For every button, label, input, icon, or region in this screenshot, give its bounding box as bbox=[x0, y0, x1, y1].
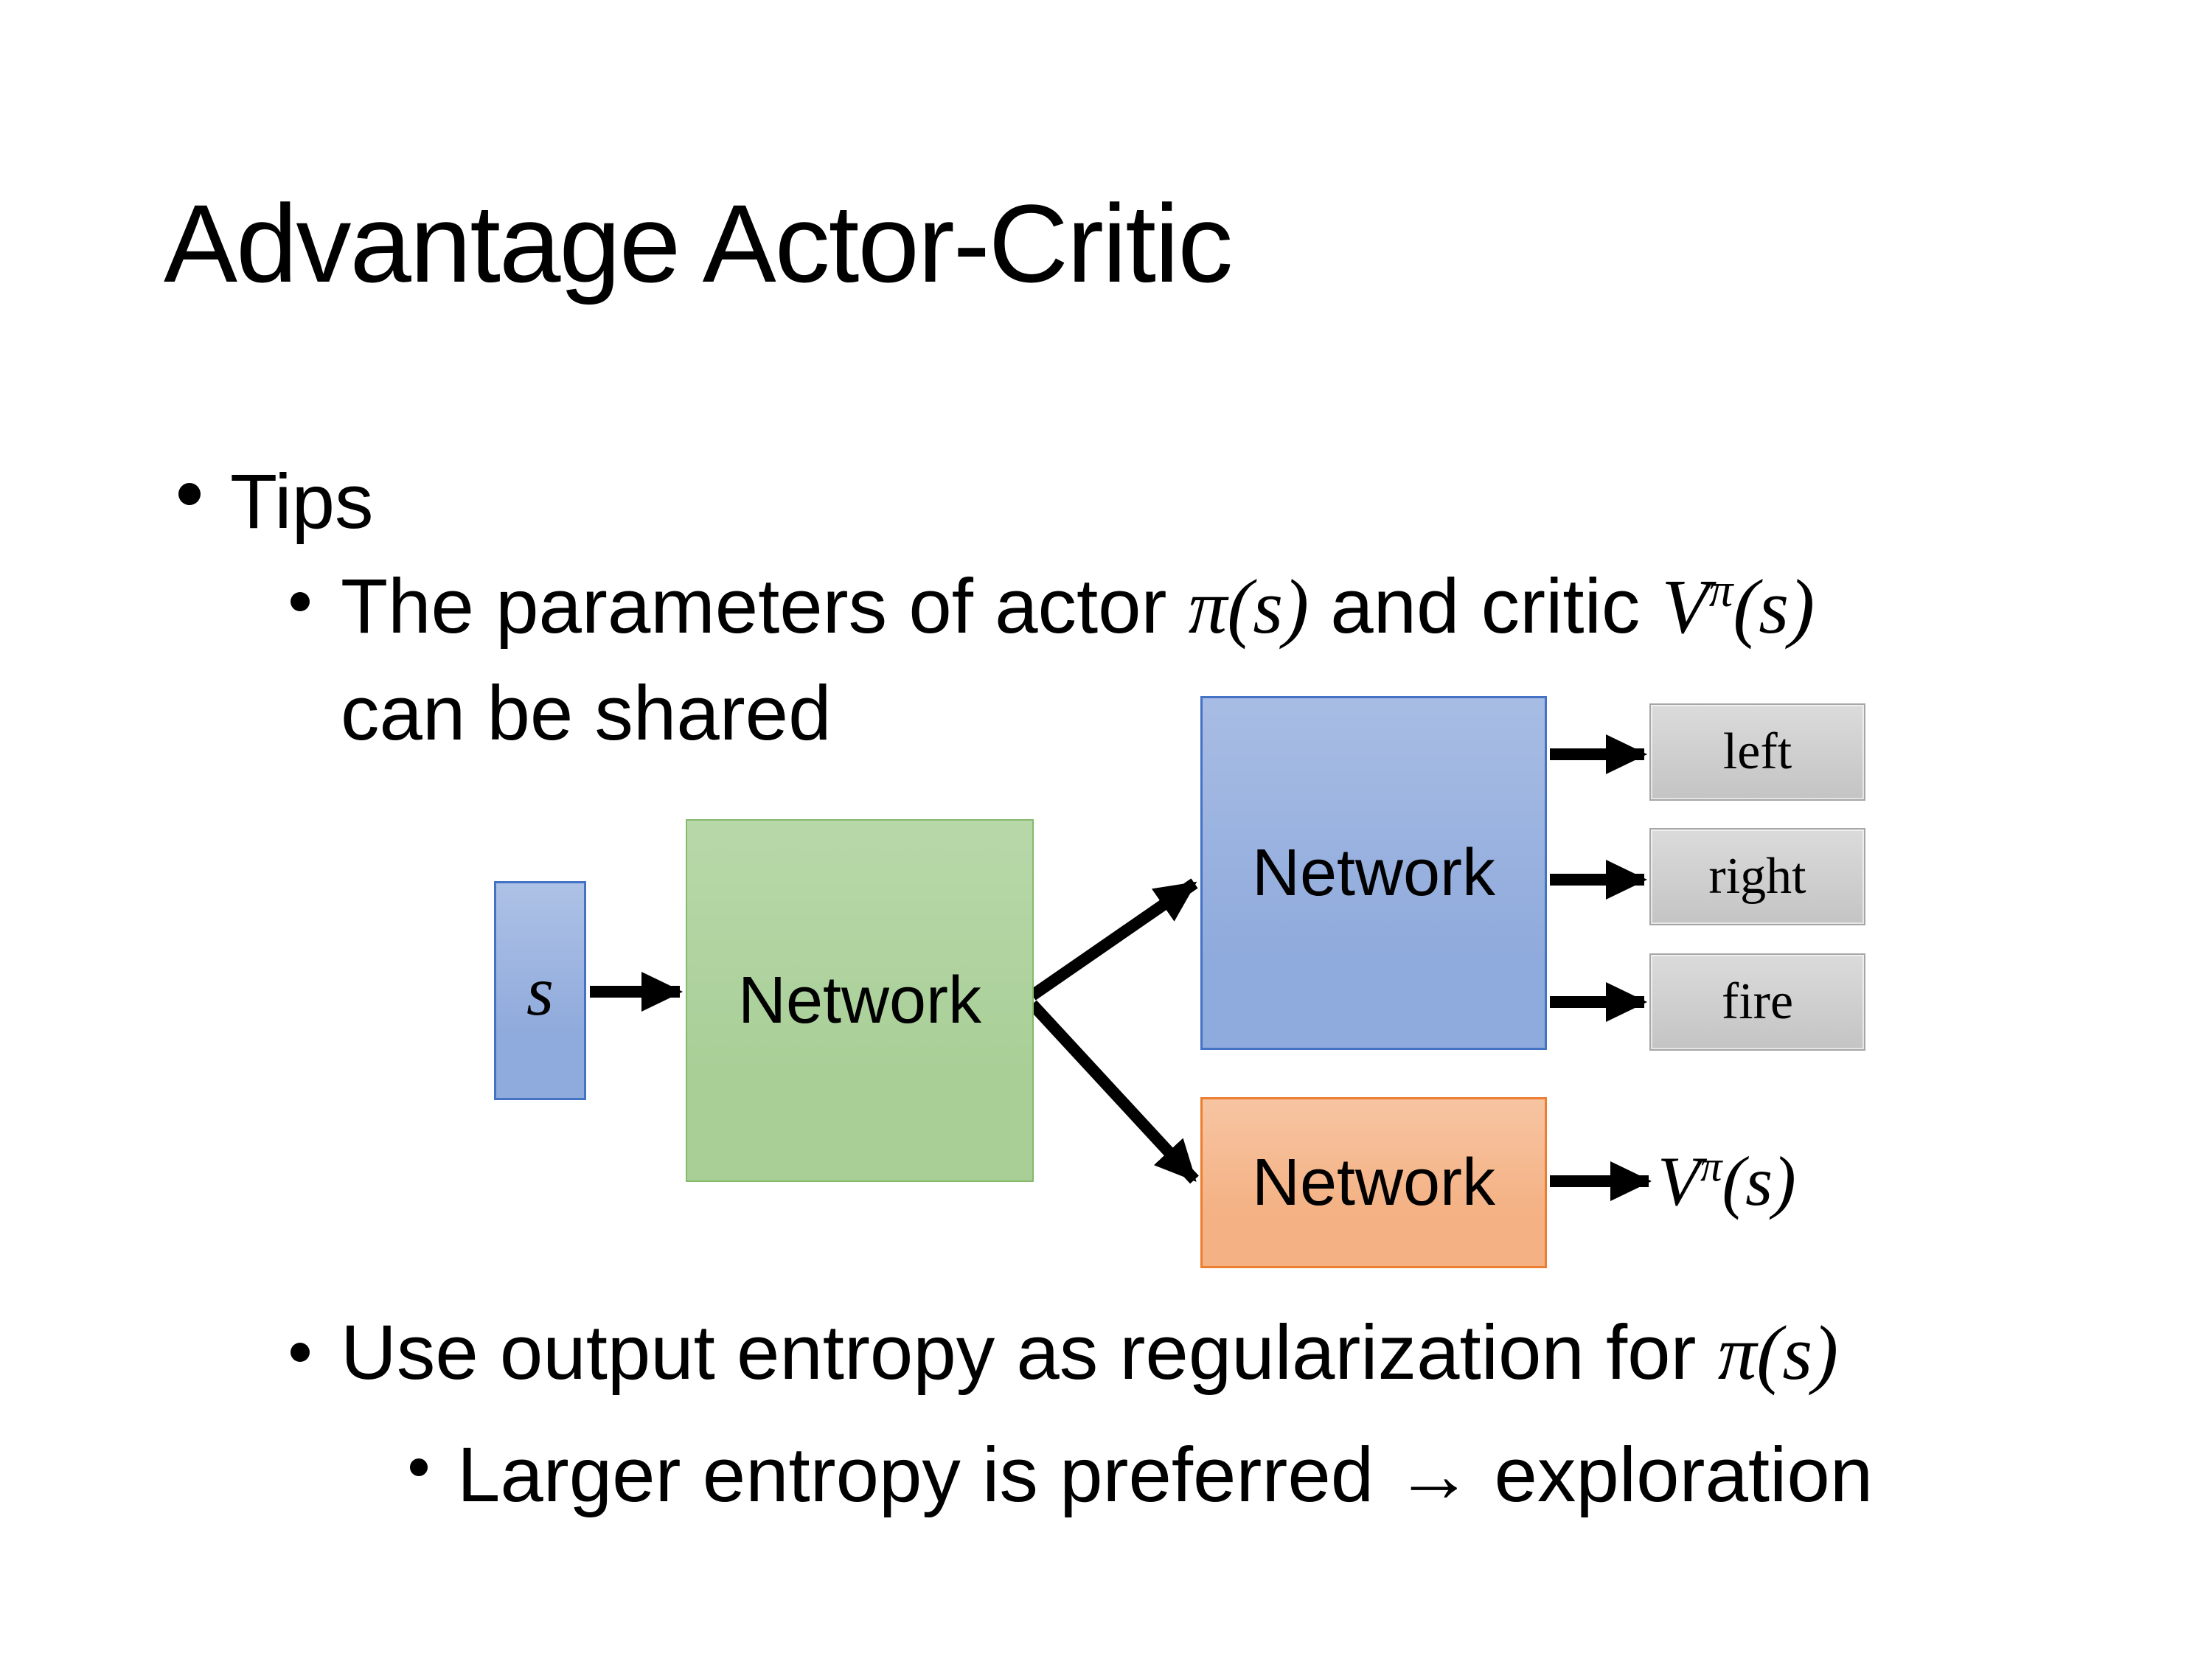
bullet-parameters-line1: The parameters of actor π(s) and critic … bbox=[341, 553, 1815, 660]
value-output-args: (s) bbox=[1722, 1142, 1796, 1220]
entropy-pi-s-math: π(s) bbox=[1717, 1310, 1839, 1396]
critic-network-box: Network bbox=[1200, 1097, 1547, 1268]
value-output-sup: π bbox=[1700, 1142, 1722, 1191]
parameters-text-1: The parameters of actor bbox=[341, 563, 1189, 650]
value-function-sup: π bbox=[1708, 564, 1733, 617]
entropy-text: Use output entropy as regularization for bbox=[341, 1310, 1718, 1396]
critic-network-label: Network bbox=[1251, 1145, 1496, 1220]
shared-network-box: Network bbox=[686, 819, 1034, 1182]
bullet-dot-exploration bbox=[410, 1458, 428, 1476]
bullet-dot-entropy bbox=[291, 1343, 310, 1362]
arrow-shared-to-critic bbox=[1028, 1000, 1199, 1184]
bullet-dot-tips bbox=[178, 483, 201, 505]
value-function-args: (s) bbox=[1733, 563, 1815, 650]
action-box-left: left bbox=[1649, 703, 1865, 801]
parameters-text-2: and critic bbox=[1309, 563, 1662, 650]
slide-title: Advantage Actor-Critic bbox=[164, 181, 1233, 305]
state-input-box: s bbox=[494, 881, 586, 1100]
state-input-label: s bbox=[526, 951, 554, 1030]
action-label-right: right bbox=[1708, 848, 1806, 905]
actor-network-box: Network bbox=[1200, 696, 1547, 1050]
action-label-left: left bbox=[1722, 723, 1792, 780]
action-label-fire: fire bbox=[1721, 973, 1794, 1030]
bullet-entropy: Use output entropy as regularization for… bbox=[341, 1307, 1838, 1399]
pi-s-math: π(s) bbox=[1188, 563, 1310, 650]
shared-network-label: Network bbox=[737, 963, 982, 1037]
bullet-exploration: Larger entropy is preferred → exploratio… bbox=[457, 1432, 1874, 1518]
action-box-right: right bbox=[1649, 828, 1865, 925]
bullet-tips: Tips bbox=[230, 459, 374, 545]
actor-network-label: Network bbox=[1251, 835, 1496, 910]
value-function-base: V bbox=[1661, 563, 1709, 650]
action-box-fire: fire bbox=[1649, 953, 1865, 1051]
bullet-parameters-line2: can be shared bbox=[341, 670, 832, 757]
arrow-shared-to-actor bbox=[1029, 878, 1198, 1001]
bullet-parameters: The parameters of actor π(s) and critic … bbox=[341, 553, 1815, 767]
bullet-dot-parameters bbox=[291, 592, 310, 611]
value-output-base: V bbox=[1658, 1142, 1701, 1220]
value-output-label: Vπ(s) bbox=[1658, 1133, 1796, 1229]
